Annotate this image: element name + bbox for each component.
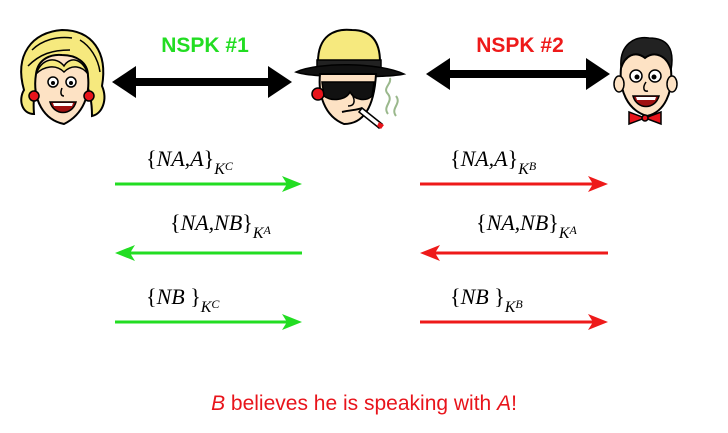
bob-face-icon [613, 36, 678, 126]
message-label: {NA,A}KC [146, 146, 233, 178]
alice-face-icon [20, 28, 106, 126]
message-label: {NB }KC [146, 284, 220, 316]
msg-arrow-run2-3 [420, 314, 608, 330]
message-label: {NA,NB}KA [170, 210, 271, 242]
run1-title: NSPK #1 [161, 34, 249, 57]
msg-arrow-run1-1 [115, 176, 302, 192]
run2-title: NSPK #2 [476, 34, 564, 57]
msg-arrow-run2-1 [420, 176, 608, 192]
intruder-face-icon [294, 28, 407, 130]
message-label: {NA,A}KB [450, 146, 537, 178]
msg-arrow-run2-2 [420, 245, 608, 261]
message-label: {NA,NB}KA [476, 210, 577, 242]
double-arrow-run1 [112, 66, 292, 98]
caption-end: ! [511, 392, 517, 415]
caption: B believes he is speaking with A! [0, 392, 728, 416]
msg-arrow-run1-3 [115, 314, 302, 330]
msg-arrow-run1-2 [115, 245, 302, 261]
message-label: {NB }KB [450, 284, 523, 316]
caption-object: A [497, 392, 512, 415]
caption-subject: B [211, 392, 226, 415]
double-arrow-run2 [426, 58, 610, 90]
caption-middle: believes he is speaking with [225, 392, 498, 415]
